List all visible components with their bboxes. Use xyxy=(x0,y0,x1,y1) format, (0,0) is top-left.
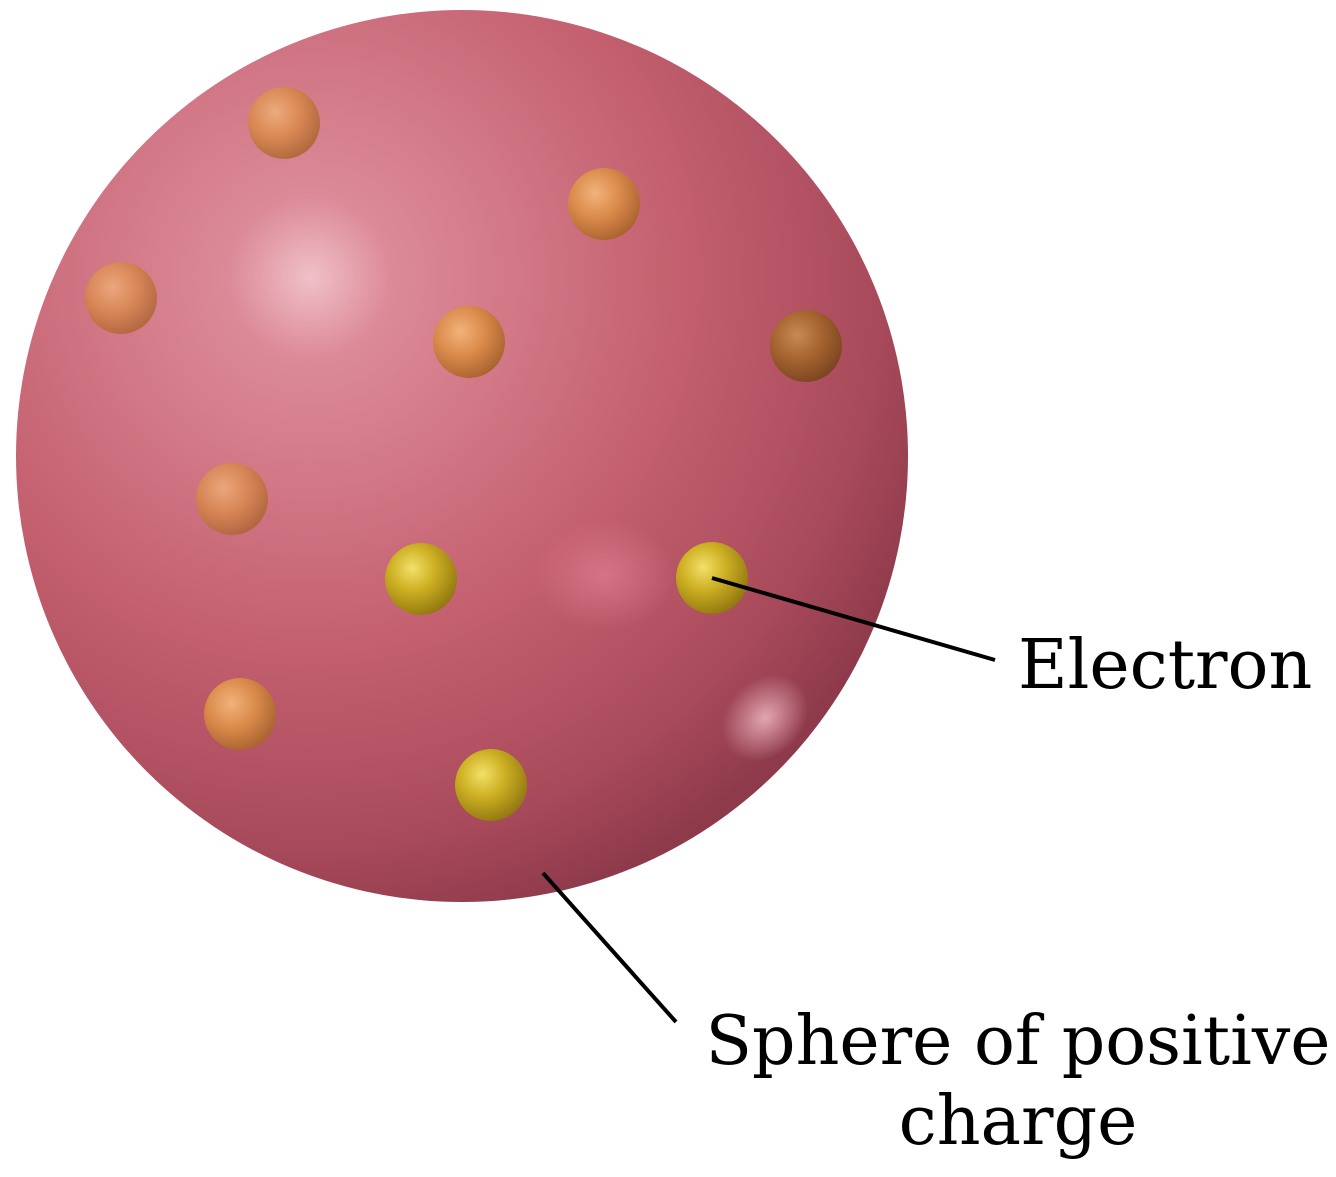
sphere-label-line-2: charge xyxy=(898,1082,1138,1161)
sphere-lower-highlight xyxy=(721,674,809,762)
electron-sphere xyxy=(85,262,157,334)
electron-sphere xyxy=(568,168,640,240)
electron-label: Electron xyxy=(1018,626,1313,705)
electron-sphere xyxy=(455,749,527,821)
electron-sphere xyxy=(385,543,457,615)
sphere-mid-glow xyxy=(535,520,675,630)
sphere-label-line-1: Sphere of positive xyxy=(705,1002,1331,1081)
electron-sphere xyxy=(204,678,276,750)
electron-sphere xyxy=(433,306,505,378)
electron-sphere xyxy=(770,310,842,382)
electron-sphere xyxy=(248,87,320,159)
electron-sphere xyxy=(196,463,268,535)
sphere-leader-line xyxy=(541,871,678,1024)
electron-leader-line xyxy=(711,576,996,662)
sphere-of-positive-charge-label: Sphere of positive charge xyxy=(700,1002,1336,1162)
